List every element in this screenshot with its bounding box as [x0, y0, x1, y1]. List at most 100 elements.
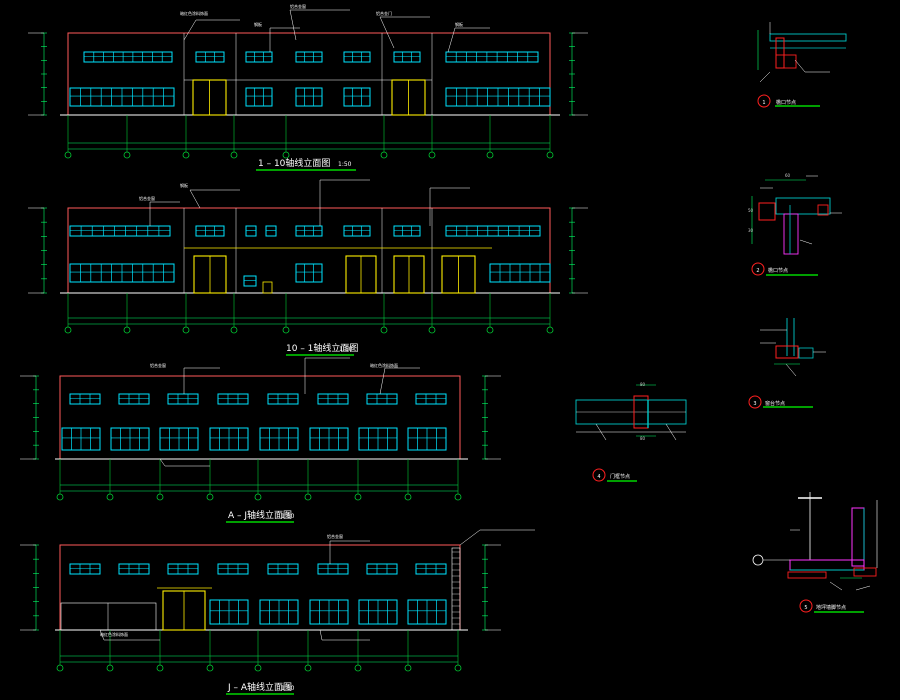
window	[118, 563, 150, 575]
window	[195, 225, 225, 237]
window	[295, 87, 323, 107]
callout-e1-e: 钢板	[455, 21, 463, 27]
grid-axis-bubble	[230, 326, 238, 334]
grid-axis-bubble	[282, 326, 290, 334]
callout-e1-b: 钢板	[254, 21, 262, 27]
detail-number-bubble	[751, 262, 765, 276]
grid-axis-bubble	[546, 326, 554, 334]
leader-line	[665, 423, 677, 441]
window	[167, 563, 199, 575]
window	[267, 563, 299, 575]
leader-line	[829, 581, 843, 591]
detail-5-number: 5	[804, 605, 807, 611]
leader-line	[159, 458, 166, 467]
grid-axis-bubble	[64, 151, 72, 159]
grid-axis-bubble	[206, 493, 214, 501]
leader-line	[794, 59, 806, 73]
window	[295, 263, 323, 283]
window	[83, 51, 173, 63]
grid-axis-bubble	[106, 493, 114, 501]
leader-line	[319, 629, 323, 641]
elevation-scale-4: 1:50	[281, 685, 295, 692]
elevation-scale-1: 1:50	[338, 161, 352, 168]
callout-e2-b: 钢板	[180, 182, 188, 188]
grid-axis-bubble	[454, 493, 462, 501]
leader-line	[459, 529, 481, 546]
window	[243, 275, 257, 287]
callout-e2-a: 铝合金窗	[139, 195, 155, 201]
detail-number-bubble	[799, 599, 813, 613]
leader-line	[595, 423, 607, 441]
grid-axis-bubble	[546, 151, 554, 159]
callout-e4-b: 暗红色涂料饰面	[100, 631, 128, 637]
detail-2-dim-a: 60	[785, 173, 791, 178]
elevation-2	[28, 179, 588, 356]
elevations-layer	[20, 9, 588, 695]
elevation-scale-2: 1:50	[339, 346, 353, 353]
grid-axis-bubble	[380, 151, 388, 159]
window	[267, 393, 299, 405]
detail-5-title: 地坪墙脚节点	[816, 604, 846, 611]
elevation-1	[28, 9, 588, 171]
grid-axis-bubble	[206, 664, 214, 672]
grid-axis-bubble	[156, 664, 164, 672]
small-door	[262, 281, 273, 294]
window	[415, 563, 447, 575]
grid-axis-bubble	[304, 493, 312, 501]
grid-axis-bubble	[254, 664, 262, 672]
leader-line	[289, 9, 297, 41]
gutter	[817, 204, 829, 216]
window	[118, 393, 150, 405]
grid-axis-bubble	[354, 664, 362, 672]
detail-2-title: 檐口节点	[768, 267, 788, 274]
grid-axis-bubble	[106, 664, 114, 672]
detail-1-number: 1	[762, 100, 765, 106]
leader-line	[189, 189, 201, 209]
detail-2	[751, 175, 842, 276]
window	[317, 563, 349, 575]
window	[217, 563, 249, 575]
grid-axis-bubble	[123, 326, 131, 334]
roof-slab	[769, 33, 847, 42]
grid-axis-bubble	[182, 151, 190, 159]
roof-panel	[775, 197, 831, 215]
callout-e3-a: 铝合金窗	[150, 362, 166, 368]
elevation-scale-3: 1:50	[281, 513, 295, 520]
window	[217, 393, 249, 405]
grid-axis-bubble	[486, 326, 494, 334]
elevation-title-1: 1 – 10轴线立面图	[258, 157, 330, 169]
window	[245, 87, 273, 107]
leader-line	[447, 27, 456, 53]
detail-1	[757, 22, 847, 108]
window	[366, 563, 398, 575]
detail-3	[748, 318, 826, 409]
window	[245, 225, 257, 237]
leader-line	[799, 239, 813, 245]
window	[445, 225, 541, 237]
elevation-title-4: J – A轴线立面图	[227, 681, 292, 693]
detail-4-dim-a: 80	[640, 382, 646, 387]
grid-axis-bubble	[56, 493, 64, 501]
grid-axis-bubble	[182, 326, 190, 334]
detail-2-number: 2	[756, 268, 759, 274]
detail-number-bubble	[748, 395, 762, 409]
grid-axis-bubble	[254, 493, 262, 501]
grid-axis-bubble	[486, 151, 494, 159]
sill-plate	[775, 345, 799, 359]
leader-line	[759, 71, 771, 83]
window	[245, 51, 273, 63]
grid-axis-bubble	[156, 493, 164, 501]
window	[343, 51, 371, 63]
wall-panel	[783, 213, 799, 255]
grid-axis-bubble	[230, 151, 238, 159]
detail-2-dim-b: 50	[748, 208, 754, 213]
window	[317, 393, 349, 405]
callout-e1-a: 暗红色涂料饰面	[180, 10, 208, 16]
grid-axis-bubble	[404, 493, 412, 501]
leader-line	[855, 585, 871, 591]
window	[393, 225, 421, 237]
detail-4-number: 4	[597, 474, 600, 480]
grid-axis-bubble	[282, 151, 290, 159]
leader-line	[99, 629, 105, 641]
